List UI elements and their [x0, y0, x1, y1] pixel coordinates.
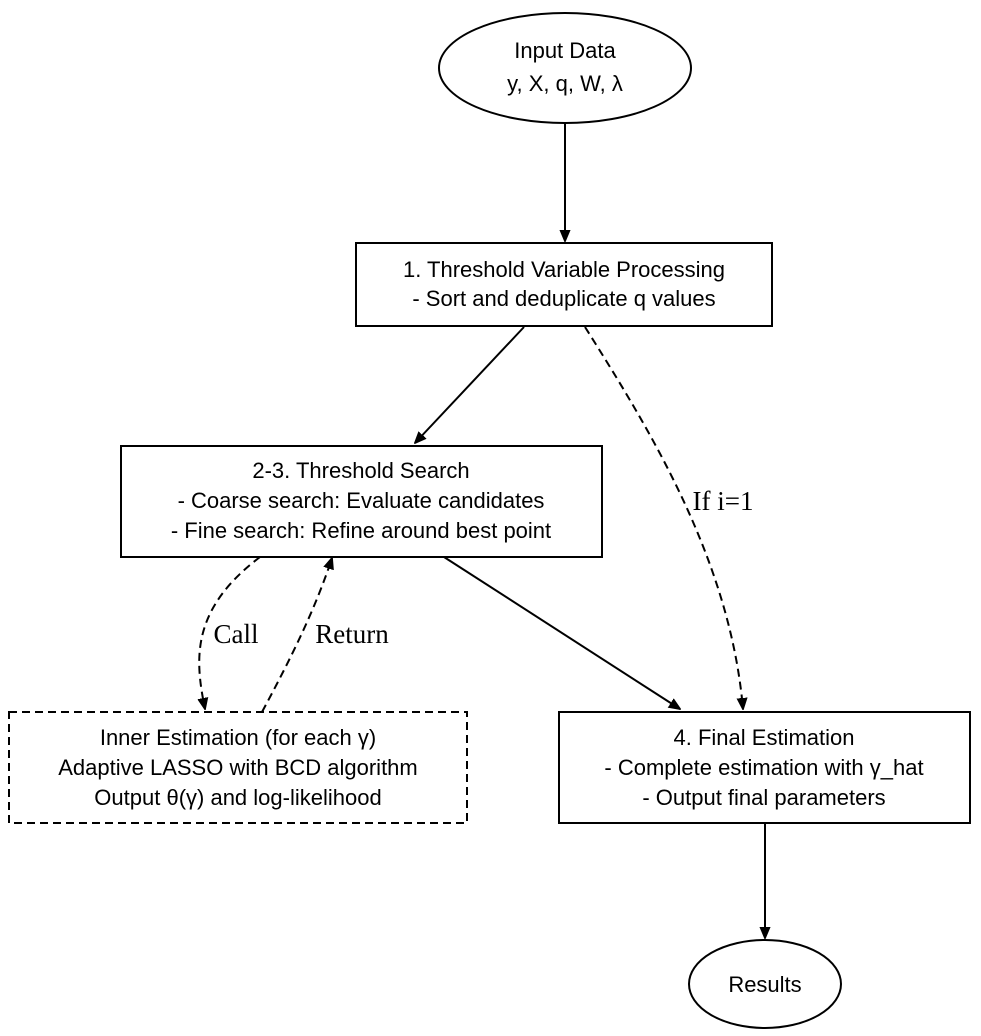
- edge-search-to-inner-call: [199, 556, 261, 709]
- edge-label-if-i1: If i=1: [693, 486, 754, 516]
- node-final-estimation-line-1: 4. Final Estimation: [674, 725, 855, 750]
- edge-label-return: Return: [315, 619, 389, 649]
- node-threshold-search-line-3: - Fine search: Refine around best point: [171, 518, 551, 543]
- node-threshold-search-line-1: 2-3. Threshold Search: [252, 458, 469, 483]
- node-input-data-line-2: y, X, q, W, λ: [507, 71, 623, 96]
- edge-processing-to-search: [415, 326, 525, 443]
- node-final-estimation-line-2: - Complete estimation with γ_hat: [604, 755, 923, 780]
- node-inner-estimation-line-1: Inner Estimation (for each γ): [100, 725, 376, 750]
- node-input-data: Input Data y, X, q, W, λ: [438, 12, 692, 124]
- node-threshold-search: 2-3. Threshold Search - Coarse search: E…: [120, 445, 603, 558]
- edge-label-call: Call: [214, 619, 259, 649]
- node-inner-estimation-line-2: Adaptive LASSO with BCD algorithm: [58, 755, 418, 780]
- node-final-estimation-line-3: - Output final parameters: [642, 785, 885, 810]
- node-threshold-processing: 1. Threshold Variable Processing - Sort …: [355, 242, 773, 327]
- edge-processing-to-final-dashed: [584, 326, 743, 709]
- node-results: Results: [688, 939, 842, 1029]
- node-input-data-line-1: Input Data: [514, 38, 616, 63]
- edge-search-to-final: [443, 556, 680, 709]
- node-threshold-processing-line-2: - Sort and deduplicate q values: [412, 286, 715, 311]
- node-inner-estimation-line-3: Output θ(γ) and log-likelihood: [94, 785, 381, 810]
- edge-inner-to-search-return: [261, 558, 332, 713]
- node-threshold-search-line-2: - Coarse search: Evaluate candidates: [178, 488, 545, 513]
- node-final-estimation: 4. Final Estimation - Complete estimatio…: [558, 711, 971, 824]
- node-inner-estimation: Inner Estimation (for each γ) Adaptive L…: [8, 711, 468, 824]
- node-threshold-processing-line-1: 1. Threshold Variable Processing: [403, 257, 725, 282]
- node-results-line-1: Results: [728, 972, 801, 997]
